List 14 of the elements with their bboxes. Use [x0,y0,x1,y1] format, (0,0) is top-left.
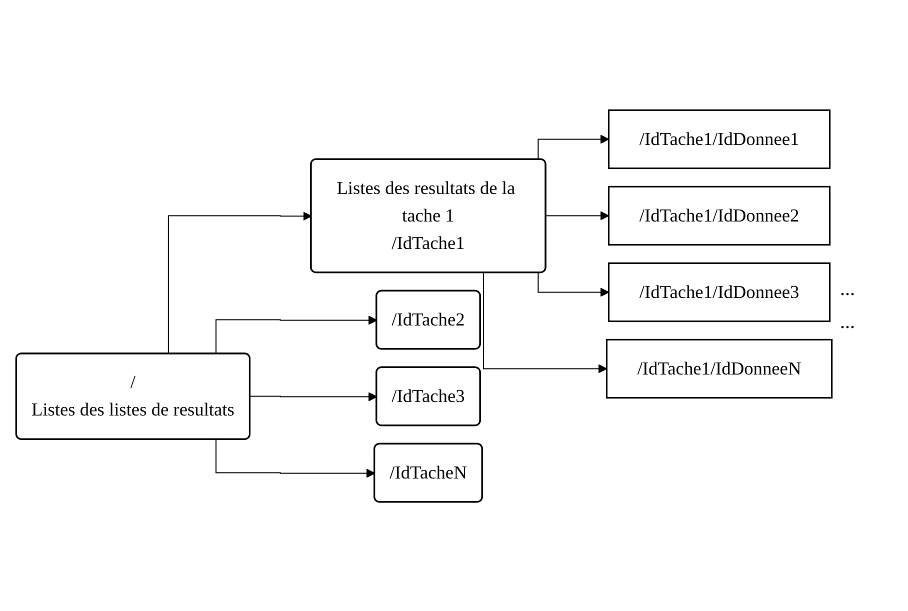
arrow [168,211,312,354]
arrow [482,272,608,373]
node-box: /IdTache1/IdDonneeN [606,338,833,398]
arrow [546,210,610,220]
arrow [250,392,378,401]
ellipsis-note: ... [840,310,856,334]
node-box: /IdTache1/IdDonnee1 [608,108,831,169]
node-box: /IdTache1/IdDonnee2 [608,185,831,246]
arrow [215,439,376,478]
arrow [538,134,610,160]
arrow [538,272,610,296]
ellipsis-note: ... [840,278,856,300]
arrow [215,315,378,354]
node-box: /IdTache1/IdDonnee3 [608,262,831,322]
